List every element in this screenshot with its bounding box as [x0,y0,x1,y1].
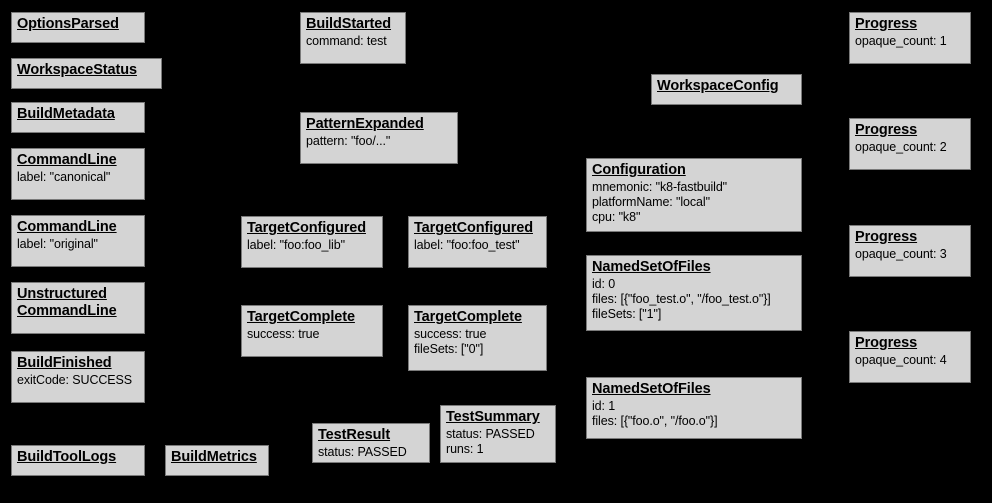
node-field: label: "foo:foo_test" [414,238,520,252]
node-title: BuildFinished [17,355,112,371]
node-title: TargetConfigured [414,220,533,236]
node-fields: label: "foo:foo_test" [414,238,541,253]
node-build-finished[interactable]: BuildFinished exitCode: SUCCESS [11,351,145,403]
node-title: Configuration [592,162,686,178]
node-field: files: [{"foo_test.o", "/foo_test.o"}] [592,292,771,306]
node-field: fileSets: ["1"] [592,307,662,321]
node-field: cpu: "k8" [592,210,641,224]
node-title: Progress [855,229,918,245]
node-options-parsed[interactable]: OptionsParsed [11,12,145,43]
node-title: TestSummary [446,409,540,425]
node-title: CommandLine [17,152,117,168]
node-build-started[interactable]: BuildStarted command: test [300,12,406,64]
node-field: opaque_count: 1 [855,34,947,48]
node-field: platformName: "local" [592,195,710,209]
node-command-line-original[interactable]: CommandLine label: "original" [11,215,145,267]
node-fields: label: "original" [17,237,139,252]
node-progress-2[interactable]: Progress opaque_count: 2 [849,118,971,170]
node-field: fileSets: ["0"] [414,342,484,356]
node-target-complete-lib[interactable]: TargetComplete success: true [241,305,383,357]
node-title: TargetComplete [414,309,522,325]
node-fields: status: PASSED [318,445,424,460]
node-fields: success: true [247,327,377,342]
node-title: Unstructured CommandLine [17,286,117,319]
node-fields: mnemonic: "k8-fastbuild"platformName: "l… [592,180,796,225]
node-build-tool-logs[interactable]: BuildToolLogs [11,445,145,476]
node-title: NamedSetOfFiles [592,381,711,397]
node-fields: opaque_count: 2 [855,140,965,155]
node-pattern-expanded[interactable]: PatternExpanded pattern: "foo/..." [300,112,458,164]
node-fields: pattern: "foo/..." [306,134,452,149]
node-fields: command: test [306,34,400,49]
node-title: BuildToolLogs [17,449,117,465]
node-progress-1[interactable]: Progress opaque_count: 1 [849,12,971,64]
node-field: opaque_count: 3 [855,247,947,261]
node-field: mnemonic: "k8-fastbuild" [592,180,728,194]
node-title: WorkspaceConfig [657,78,779,94]
node-title: BuildMetrics [171,449,257,465]
node-field: status: PASSED [318,445,407,459]
node-title: NamedSetOfFiles [592,259,711,275]
node-fields: label: "foo:foo_lib" [247,238,377,253]
node-field: success: true [247,327,320,341]
node-title: Progress [855,335,918,351]
node-field: command: test [306,34,387,48]
node-field: opaque_count: 2 [855,140,947,154]
node-test-result[interactable]: TestResult status: PASSED [312,423,430,463]
node-progress-4[interactable]: Progress opaque_count: 4 [849,331,971,383]
node-field: opaque_count: 4 [855,353,947,367]
node-target-configured-foo-test[interactable]: TargetConfigured label: "foo:foo_test" [408,216,547,268]
node-build-metrics[interactable]: BuildMetrics [165,445,269,476]
node-title: Progress [855,122,918,138]
node-title: TestResult [318,427,391,443]
node-target-configured-foo-lib[interactable]: TargetConfigured label: "foo:foo_lib" [241,216,383,268]
node-field: status: PASSED [446,427,535,441]
node-build-metadata[interactable]: BuildMetadata [11,102,145,133]
node-title: WorkspaceStatus [17,62,137,78]
node-field: label: "original" [17,237,98,251]
node-configuration[interactable]: Configuration mnemonic: "k8-fastbuild"pla… [586,158,802,232]
node-field: id: 0 [592,277,616,291]
node-field: runs: 1 [446,442,484,456]
node-fields: opaque_count: 3 [855,247,965,262]
node-field: files: [{"foo.o", "/foo.o"}] [592,414,718,428]
node-field: exitCode: SUCCESS [17,373,133,387]
node-title: Progress [855,16,918,32]
node-title: BuildStarted [306,16,392,32]
node-title: OptionsParsed [17,16,119,32]
node-title: PatternExpanded [306,116,424,132]
node-fields: exitCode: SUCCESS [17,373,139,388]
node-unstructured-command-line[interactable]: Unstructured CommandLine [11,282,145,334]
node-title: TargetConfigured [247,220,366,236]
node-field: id: 1 [592,399,616,413]
node-workspace-config[interactable]: WorkspaceConfig [651,74,802,105]
node-command-line-canonical[interactable]: CommandLine label: "canonical" [11,148,145,200]
node-field: label: "canonical" [17,170,111,184]
node-title: TargetComplete [247,309,355,325]
node-workspace-status[interactable]: WorkspaceStatus [11,58,162,89]
node-fields: opaque_count: 4 [855,353,965,368]
node-fields: label: "canonical" [17,170,139,185]
node-field: success: true [414,327,487,341]
node-field: pattern: "foo/..." [306,134,391,148]
node-progress-3[interactable]: Progress opaque_count: 3 [849,225,971,277]
node-title: CommandLine [17,219,117,235]
node-fields: opaque_count: 1 [855,34,965,49]
node-field: label: "foo:foo_lib" [247,238,345,252]
node-title: BuildMetadata [17,106,115,122]
